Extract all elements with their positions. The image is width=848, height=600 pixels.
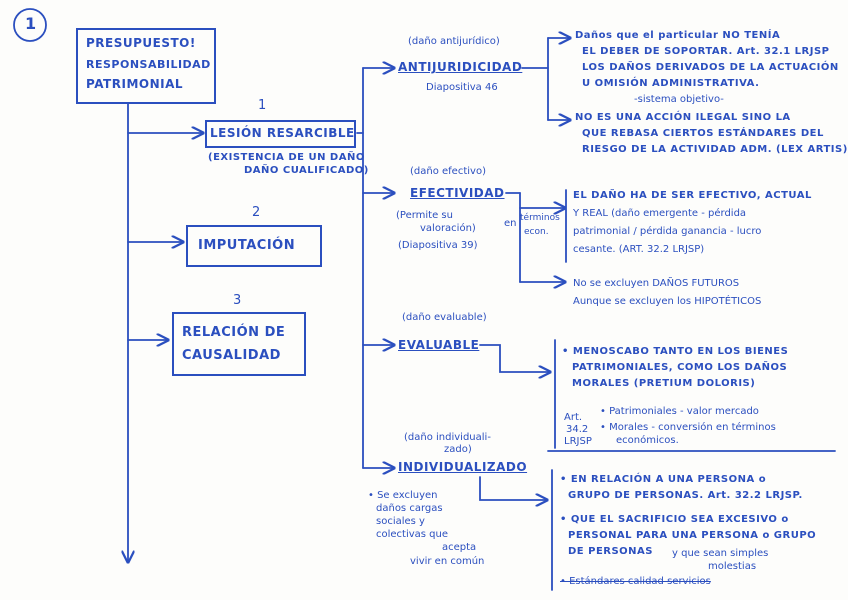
antijuridicidad-d1-4: U OMISIÓN ADMINISTRATIVA. — [582, 78, 760, 89]
antijuridicidad-d1-2: EL DEBER DE SOPORTAR. Art. 32.1 LRJSP — [582, 46, 830, 57]
lesion-title: LESIÓN RESARCIBLE — [210, 126, 355, 140]
individualizado-excl-2: daños cargas — [376, 503, 443, 514]
efectividad-sub-2: valoración) — [420, 223, 476, 234]
root-line-1: PRESUPUESTO! — [86, 36, 196, 50]
evaluable-note: (daño evaluable) — [402, 312, 487, 323]
imputacion-box — [186, 225, 322, 267]
individualizado-d3: • Estándares calidad servicios — [560, 576, 711, 587]
number-1: 1 — [258, 98, 267, 113]
individualizado-d1-2: GRUPO DE PERSONAS. Art. 32.2 LRJSP. — [568, 490, 803, 501]
evaluable-b2-2: económicos. — [616, 435, 679, 446]
antijuridicidad-d2-3: RIESGO DE LA ACTIVIDAD ADM. (LEX ARTIS) — [582, 144, 848, 155]
imputacion-title: IMPUTACIÓN — [198, 238, 296, 253]
efectividad-d2-2: Aunque se excluyen los HIPOTÉTICOS — [573, 296, 762, 307]
individualizado-d2-1: • QUE EL SACRIFICIO SEA EXCESIVO o — [560, 514, 789, 525]
individualizado-d1-1: • EN RELACIÓN A UNA PERSONA o — [560, 474, 767, 485]
efectividad-d1-2: Y REAL (daño emergente - pérdida — [573, 208, 747, 219]
lesion-box — [205, 120, 356, 148]
individualizado-d2-3: DE PERSONAS — [568, 546, 653, 557]
individualizado-note-2: zado) — [444, 444, 472, 455]
number-3: 3 — [233, 293, 242, 308]
individualizado-excl-3: sociales y — [376, 516, 425, 527]
efectividad-ref: (Diapositiva 39) — [398, 240, 478, 251]
antijuridicidad-d1b: -sistema objetivo- — [634, 94, 724, 105]
efectividad-d1-3: patrimonial / pérdida ganancia - lucro — [573, 226, 762, 237]
individualizado-excl-4: colectivas que — [376, 529, 449, 540]
individualizado-d2b-1: y que sean simples — [672, 548, 769, 559]
individualizado-excl-6: vivir en común — [410, 556, 485, 567]
page-number-circle — [13, 8, 47, 42]
antijuridicidad-ref: Diapositiva 46 — [426, 82, 498, 93]
individualizado-d2-2: PERSONAL PARA UNA PERSONA o GRUPO — [568, 530, 817, 541]
efectividad-d1-1: EL DAÑO HA DE SER EFECTIVO, ACTUAL — [573, 190, 812, 201]
page-number: 1 — [25, 14, 37, 33]
evaluable-b2-1: • Morales - conversión en términos — [600, 422, 776, 433]
antijuridicidad-d2-2: QUE REBASA CIERTOS ESTÁNDARES DEL — [582, 128, 824, 139]
root-line-3: PATRIMONIAL — [86, 77, 184, 91]
efectividad-d2-1: No se excluyen DAÑOS FUTUROS — [573, 278, 740, 289]
efectividad-note: (daño efectivo) — [410, 166, 486, 177]
root-line-2: RESPONSABILIDAD — [86, 58, 211, 71]
individualizado-excl-5: acepta — [442, 542, 477, 553]
antijuridicidad-d1-1: Daños que el particular NO TENÍA — [575, 30, 781, 41]
individualizado-note-1: (daño individuali- — [404, 432, 491, 443]
evaluable-art-3: LRJSP — [564, 436, 592, 447]
evaluable-d1-2: PATRIMONIALES, COMO LOS DAÑOS — [572, 362, 788, 373]
efectividad-title: EFECTIVIDAD — [410, 186, 505, 200]
antijuridicidad-d2-1: NO ES UNA ACCIÓN ILEGAL SINO LA — [575, 112, 791, 123]
evaluable-title: EVALUABLE — [398, 338, 480, 352]
efectividad-d1-4: cesante. (ART. 32.2 LRJSP) — [573, 244, 705, 255]
lesion-paren-2: DAÑO CUALIFICADO) — [244, 165, 369, 176]
efectividad-side-1: en — [504, 218, 517, 229]
efectividad-sub-1: (Permite su — [396, 210, 453, 221]
relacion-line-1: RELACIÓN DE — [182, 325, 286, 340]
individualizado-excl-1: • Se excluyen — [368, 490, 438, 501]
efectividad-side-2: términos — [520, 213, 560, 223]
antijuridicidad-note: (daño antijurídico) — [408, 36, 500, 47]
relacion-box — [172, 312, 306, 376]
evaluable-d1-3: MORALES (PRETIUM DOLORIS) — [572, 378, 756, 389]
evaluable-art-2: 34.2 — [566, 424, 589, 435]
individualizado-d2b-2: molestias — [708, 561, 757, 572]
individualizado-title: INDIVIDUALIZADO — [398, 460, 528, 474]
relacion-line-2: CAUSALIDAD — [182, 348, 281, 363]
root-box-presupuesto — [76, 28, 216, 104]
evaluable-art-1: Art. — [564, 412, 583, 423]
lesion-paren-1: (EXISTENCIA DE UN DAÑO — [208, 152, 365, 163]
number-2: 2 — [252, 205, 261, 220]
antijuridicidad-title: ANTIJURIDICIDAD — [398, 60, 523, 74]
antijuridicidad-d1-3: LOS DAÑOS DERIVADOS DE LA ACTUACIÓN — [582, 62, 839, 73]
efectividad-side-3: econ. — [524, 227, 549, 237]
evaluable-d1-1: • MENOSCABO TANTO EN LOS BIENES — [562, 346, 789, 357]
evaluable-b1: • Patrimoniales - valor mercado — [600, 406, 759, 417]
